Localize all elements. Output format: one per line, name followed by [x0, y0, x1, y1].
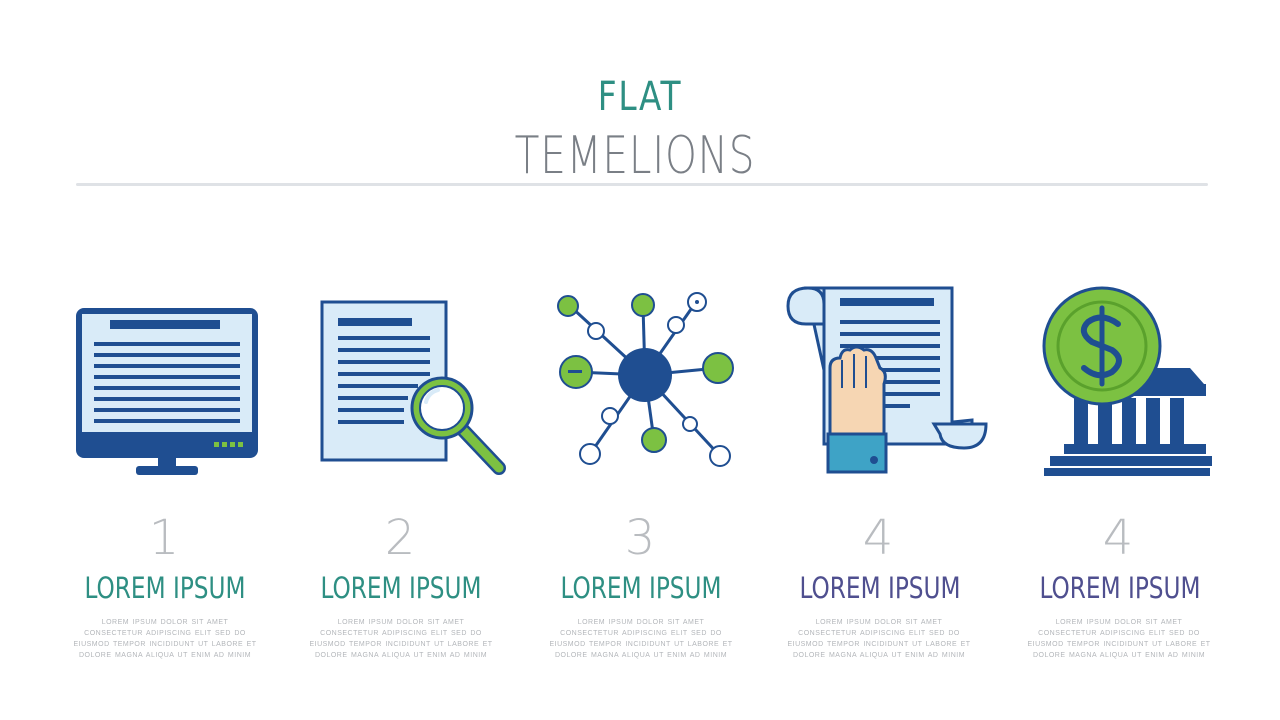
- monitor-icon: [72, 300, 264, 485]
- step-number-3: 3: [624, 510, 656, 566]
- title-line-1: FLAT: [597, 74, 683, 120]
- step-text-4: LOREM IPSUM DOLOR SIT AMET CONSECTETUR A…: [787, 619, 971, 659]
- step-number-5: 4: [1102, 510, 1134, 566]
- title-divider: [76, 183, 1208, 186]
- step-heading-3: LOREM IPSUM: [560, 571, 722, 605]
- step-heading-4: LOREM IPSUM: [799, 571, 961, 605]
- step-text-5: LOREM IPSUM DOLOR SIT AMET CONSECTETUR A…: [1027, 619, 1211, 659]
- step-heading-5: LOREM IPSUM: [1039, 571, 1201, 605]
- bank-dollar-icon: [1040, 284, 1220, 485]
- title-line-2: TEMELIONS: [514, 126, 756, 186]
- document-search-icon: [318, 298, 510, 485]
- contract-sign-icon: [784, 284, 990, 481]
- step-heading-2: LOREM IPSUM: [320, 571, 482, 605]
- step-heading-1: LOREM IPSUM: [84, 571, 246, 605]
- step-text-1: LOREM IPSUM DOLOR SIT AMET CONSECTETUR A…: [73, 619, 257, 659]
- step-text-2: LOREM IPSUM DOLOR SIT AMET CONSECTETUR A…: [309, 619, 493, 659]
- step-number-2: 2: [384, 510, 416, 566]
- network-icon: [548, 284, 744, 485]
- step-number-1: 1: [148, 510, 180, 566]
- step-text-3: LOREM IPSUM DOLOR SIT AMET CONSECTETUR A…: [549, 619, 733, 659]
- step-number-4: 4: [862, 510, 894, 566]
